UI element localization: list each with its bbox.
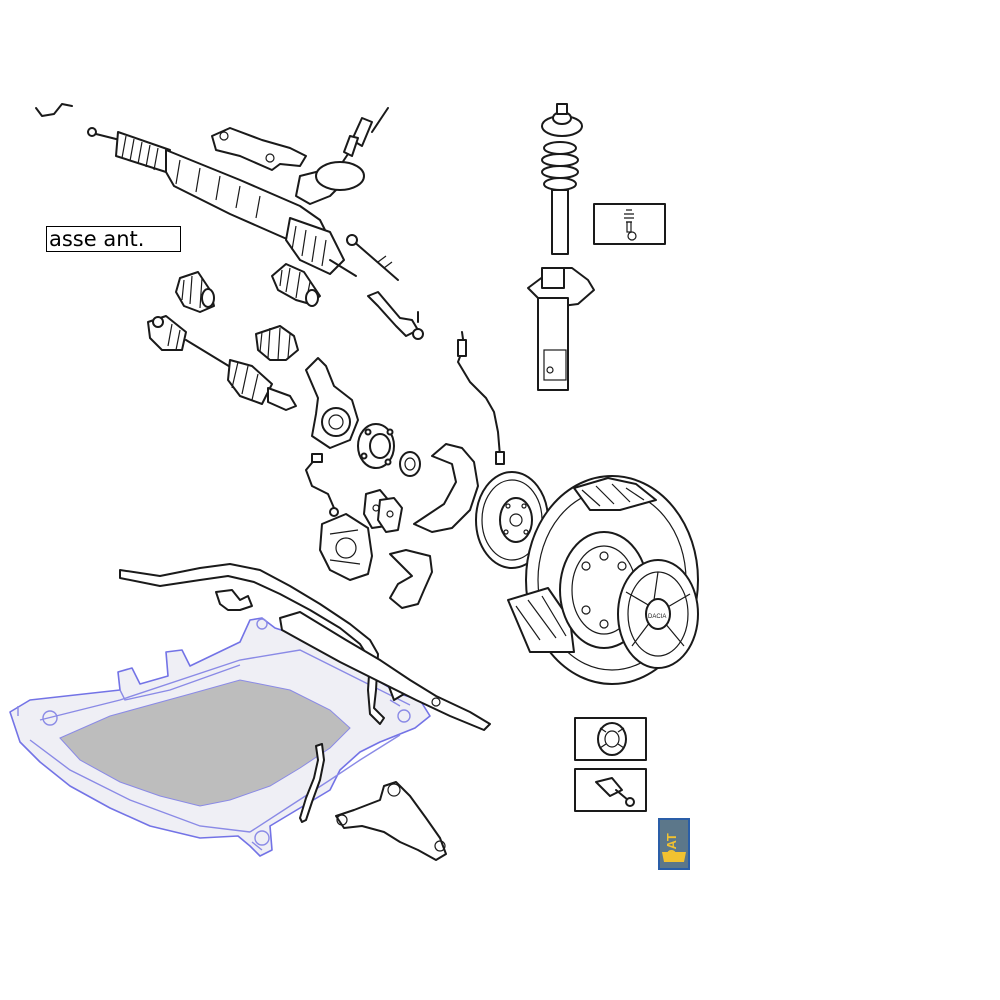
subframe-bracket-icon[interactable]: [279, 611, 491, 731]
brake-caliper-icon[interactable]: [319, 513, 373, 581]
tpms-sensor-icon[interactable]: [574, 768, 647, 812]
strut-spring-detail-icon[interactable]: [593, 203, 666, 245]
caliper-bracket-icon[interactable]: [389, 549, 433, 609]
drive-shaft-icon[interactable]: [147, 315, 297, 411]
wheel-bearing-icon[interactable]: [399, 451, 421, 477]
clip-icon[interactable]: [35, 103, 73, 117]
wheel-brand-text: DACIA: [648, 614, 666, 620]
stabilizer-bushing-icon[interactable]: [215, 589, 253, 611]
stabilizer-bar-icon[interactable]: [119, 563, 385, 725]
suspension-strut-icon[interactable]: [527, 189, 595, 391]
strut-top-mount-icon[interactable]: [541, 103, 583, 137]
stabilizer-link-icon[interactable]: [299, 743, 325, 823]
rack-boot-icon[interactable]: [175, 271, 215, 313]
rack-mount-bracket-icon[interactable]: [211, 127, 307, 171]
abs-sensor-cable-icon[interactable]: [457, 331, 505, 465]
rack-boot-icon[interactable]: [271, 263, 321, 307]
wheel-cover-icon[interactable]: DACIA: [617, 559, 699, 669]
wheel-speed-sensor-icon[interactable]: [305, 453, 339, 517]
dat-badge-icon: DAT: [658, 818, 690, 870]
coil-spring-icon[interactable]: [541, 141, 579, 191]
tie-rod-icon[interactable]: [346, 234, 399, 281]
cv-joint-boot-icon[interactable]: [255, 325, 299, 361]
wheel-hub-icon[interactable]: [357, 423, 395, 469]
tire-detail-icon[interactable]: [574, 717, 647, 761]
section-label-box: asse ant.: [46, 226, 181, 252]
brake-dust-shield-icon[interactable]: [413, 443, 479, 533]
steering-knuckle-icon[interactable]: [305, 357, 359, 449]
tie-rod-end-icon[interactable]: [367, 291, 424, 340]
front-subframe-icon[interactable]: [9, 617, 431, 857]
lower-control-arm-icon[interactable]: [335, 781, 447, 861]
steering-rack-icon[interactable]: [87, 127, 365, 277]
brake-pad-icon[interactable]: [363, 489, 403, 533]
section-label: asse ant.: [49, 227, 145, 251]
